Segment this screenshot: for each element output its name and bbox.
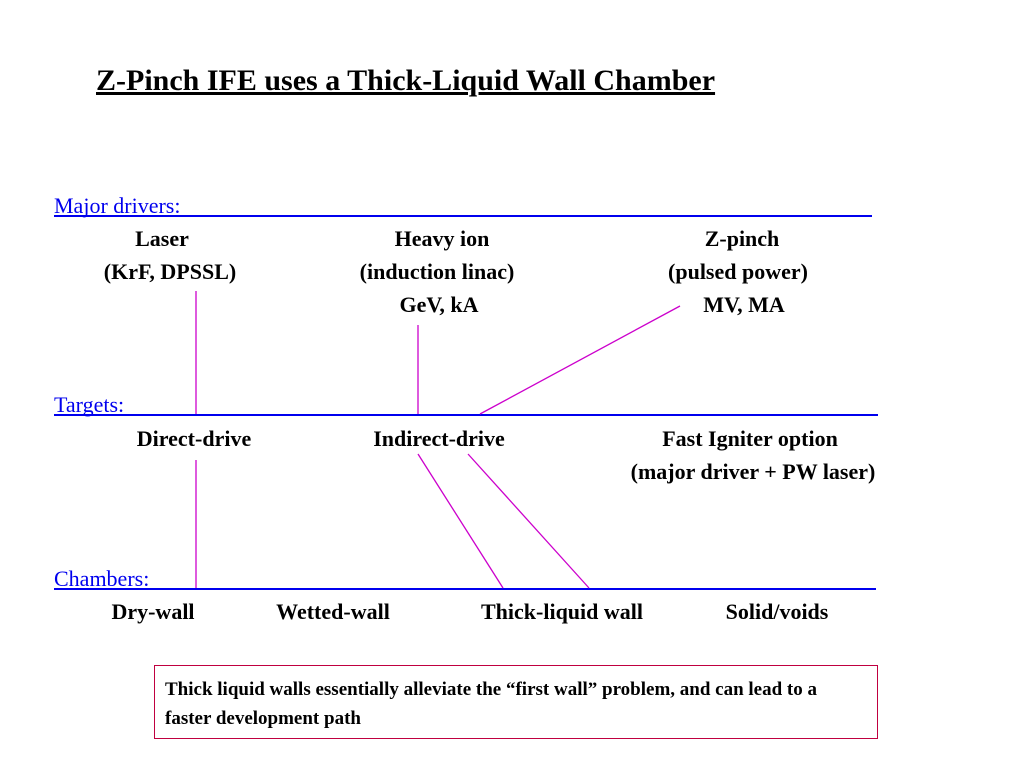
chamber-thick-liquid-wall: Thick-liquid wall [480,599,644,624]
page-title: Z-Pinch IFE uses a Thick-Liquid Wall Cha… [96,64,716,97]
targets-label: Targets: [54,392,125,417]
chambers-label: Chambers: [54,566,150,591]
chamber-solid-voids: Solid/voids [725,599,829,624]
driver-heavy-ion-name: Heavy ion [394,226,490,251]
connector-indirect-to-thick-liquid-b [467,453,590,589]
connector-indirect-to-thick-liquid-a [417,453,504,589]
driver-heavy-ion-units: GeV, kA [399,292,479,317]
chambers-underline [54,588,876,590]
chamber-wetted-wall: Wetted-wall [276,599,390,624]
driver-zpinch-units: MV, MA [703,292,785,317]
target-direct-drive: Direct-drive [136,426,252,451]
target-indirect-drive: Indirect-drive [373,426,505,451]
note-box: Thick liquid walls essentially alleviate… [154,665,878,739]
targets-underline [54,414,878,416]
drivers-label: Major drivers: [54,193,181,218]
target-fast-igniter: Fast Igniter option [662,426,838,451]
driver-zpinch-sub: (pulsed power) [668,259,808,284]
note-text: Thick liquid walls essentially alleviate… [165,679,818,729]
chamber-dry-wall: Dry-wall [111,599,195,624]
driver-heavy-ion-sub: (induction linac) [359,259,515,284]
drivers-underline [54,215,872,217]
driver-laser-sub: (KrF, DPSSL) [103,259,237,284]
driver-zpinch-name: Z-pinch [704,226,780,251]
connector-zpinch-to-indirect [479,305,681,415]
driver-laser-name: Laser [135,226,189,251]
target-fast-igniter-sub: (major driver + PW laser) [630,459,876,484]
